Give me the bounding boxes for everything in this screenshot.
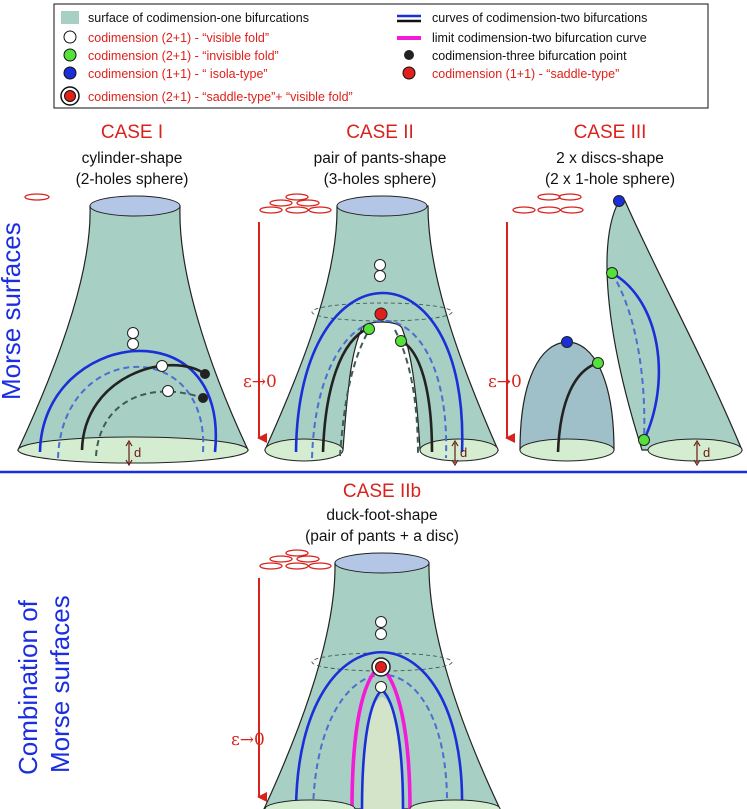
white-dot-icon — [63, 30, 77, 44]
black-curve-right — [400, 339, 434, 453]
case-3-subtitle: 2 x discs-shape — [556, 150, 664, 167]
case-2b-subtitle: duck-foot-shape — [326, 507, 437, 524]
case-2-diagram: ε→0 d — [243, 193, 499, 467]
blue-dot — [613, 195, 625, 207]
top-cap — [334, 552, 430, 574]
red-dot — [374, 307, 388, 321]
black-curve — [556, 361, 599, 453]
blue-dot-icon — [63, 66, 77, 80]
blue-dot — [561, 336, 573, 348]
case-2b-title: CASE IIb — [343, 481, 421, 502]
black-curve-left — [321, 326, 370, 453]
epsilon-label: ε→0 — [231, 730, 265, 750]
blue-curve-dashed — [311, 320, 448, 459]
case-2-subtitle-2: (3-holes sphere) — [324, 171, 437, 188]
blue-curve — [294, 651, 464, 809]
legend-item-limit-curve: limit codimension-two bifurcation curve — [432, 31, 647, 45]
blue-curve — [294, 291, 464, 453]
white-dot — [375, 628, 387, 640]
d-label: d — [703, 445, 710, 460]
legend-item-surface: surface of codimension-one bifurcations — [88, 11, 309, 25]
green-dot — [638, 434, 650, 446]
bottom-cap-left — [264, 799, 356, 809]
white-dot — [127, 327, 139, 339]
top-cap — [336, 195, 428, 217]
green-dot — [363, 323, 375, 335]
case-3-title: CASE III — [574, 122, 647, 143]
white-dot — [374, 259, 386, 271]
blue-curve — [611, 271, 661, 441]
waist-ellipse — [311, 302, 453, 322]
red-dot-icon — [402, 66, 416, 80]
disc-surface-right — [606, 200, 743, 451]
legend-item-visible-fold: codimension (2+1) - “visible fold” — [88, 31, 269, 45]
white-dot — [127, 338, 139, 350]
epsilon-label: ε→0 — [488, 372, 522, 392]
green-dot-icon — [63, 48, 77, 62]
level-set-ellipses — [512, 193, 584, 214]
level-set-ellipses — [259, 193, 332, 214]
legend-item-invisible-fold: codimension (2+1) - “invisible fold” — [88, 49, 279, 63]
legend-frame — [53, 3, 709, 109]
top-cap — [89, 195, 181, 217]
black-curve — [80, 363, 206, 451]
bottom-cap-right — [409, 799, 501, 809]
white-dot — [375, 681, 387, 693]
case-3-diagram: ε→0 d — [488, 193, 743, 467]
bottom-cap-right — [419, 438, 499, 462]
d-label: d — [460, 445, 467, 460]
bottom-cap-left — [519, 438, 615, 462]
legend-item-codim3-point: codimension-three bifurcation point — [432, 49, 627, 63]
white-dot — [375, 616, 387, 628]
case-2b-subtitle-2: (pair of pants + a disc) — [305, 528, 459, 545]
black-curve-dashed — [95, 390, 204, 457]
case-3-subtitle-2: (2 x 1-hole sphere) — [545, 171, 675, 188]
white-dot — [156, 360, 168, 372]
blue-curve-dashed — [57, 365, 205, 459]
case-1-title: CASE I — [101, 122, 163, 143]
surface-body — [264, 205, 499, 451]
side-label-combination: Combination of — [13, 599, 43, 775]
case-2b-diagram: ε→0 — [231, 549, 501, 809]
side-label-morse-surfaces: Morse surfaces — [0, 222, 26, 400]
legend-item-saddle-visible: codimension (2+1) - “saddle-type”+ “visi… — [88, 90, 353, 104]
d-label: d — [134, 445, 141, 460]
blue-curve-dashed — [611, 272, 646, 441]
case-1-diagram: d — [17, 193, 249, 467]
white-dot — [162, 385, 174, 397]
green-dot — [592, 357, 604, 369]
blue-curve — [38, 349, 218, 453]
case-1-subtitle-2: (2-holes sphere) — [76, 171, 189, 188]
level-set-ellipse — [24, 193, 50, 201]
epsilon-label: ε→0 — [243, 372, 277, 392]
green-dot — [395, 335, 407, 347]
case-2-title: CASE II — [346, 122, 414, 143]
white-dot — [374, 270, 386, 282]
bottom-cap-left — [264, 438, 344, 462]
level-set-ellipses — [259, 549, 332, 570]
black-dot — [200, 369, 210, 379]
case-2-subtitle: pair of pants-shape — [314, 150, 447, 167]
bottom-cap-right — [647, 438, 743, 462]
legend-item-saddle: codimension (1+1) - “saddle-type” — [432, 67, 619, 81]
inner-disc-region — [362, 697, 403, 809]
legend: surface of codimension-one bifurcations … — [53, 3, 709, 109]
side-label-morse-surfaces-2: Morse surfaces — [45, 595, 75, 773]
green-dot — [606, 267, 618, 279]
case-1-subtitle: cylinder-shape — [82, 150, 183, 167]
black-dot-icon — [404, 50, 414, 60]
black-curve-left-dashed — [339, 329, 370, 457]
legend-item-isola: codimension (1+1) - “ isola-type” — [88, 67, 268, 81]
teal-swatch-icon — [61, 11, 79, 24]
black-dot — [198, 393, 208, 403]
bottom-cap — [17, 436, 249, 464]
legend-item-codim2-curves: curves of codimension-two bifurcations — [432, 11, 647, 25]
